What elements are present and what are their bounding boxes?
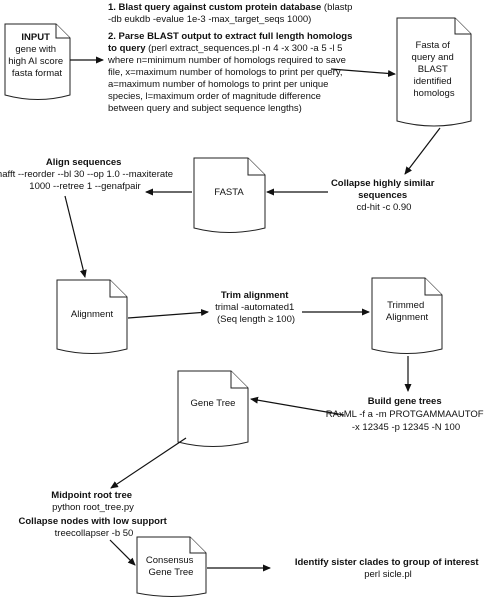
arrow-alignment-to-trim — [127, 309, 209, 319]
arrow-collapse-nodes-to-consensus — [109, 539, 136, 566]
fasta-homologs-label: Fasta of query and BLAST identified homo… — [412, 40, 457, 99]
alignment-document: Alignment — [56, 279, 128, 354]
step-midpoint-text: Midpoint root tree python root_tree.py — [51, 490, 134, 513]
step-collapse-similar-text: Collapse highly similar sequences cd-hit… — [331, 178, 437, 213]
arrow-fasta-homologs-to-collapse — [404, 127, 441, 175]
step-align-text: Align sequences mafft --reorder --bl 30 … — [0, 157, 176, 192]
gene-tree-label: Gene Tree — [191, 398, 236, 409]
step-parse-text: 2. Parse BLAST output to extract full le… — [107, 31, 355, 114]
step-sister-text: Identify sister clades to group of inter… — [295, 557, 481, 580]
arrow-steps-to-fasta-homologs — [330, 68, 396, 77]
fasta-homologs-document: Fasta of query and BLAST identified homo… — [396, 17, 472, 127]
gene-tree-document: Gene Tree — [177, 370, 249, 447]
arrow-gene-tree-to-midpoint — [110, 437, 187, 489]
alignment-label: Alignment — [71, 309, 114, 320]
input-document: INPUT gene with high AI score fasta form… — [4, 23, 71, 100]
fasta-label: FASTA — [214, 187, 244, 198]
trimmed-alignment-document: Trimmed Alignment — [371, 277, 443, 354]
arrow-align-to-alignment — [64, 195, 87, 278]
step-build-trees-text: Build gene trees RAxML -f a -m PROTGAMMA… — [326, 396, 486, 433]
trimmed-alignment-label: Trimmed Alignment — [386, 300, 429, 323]
consensus-gene-tree-label: Consensus Gene Tree — [146, 555, 196, 578]
step-trim-text: Trim alignment trimal -automated1 (Seq l… — [215, 290, 297, 325]
fasta-document: FASTA — [193, 157, 266, 233]
consensus-gene-tree-document: Consensus Gene Tree — [136, 536, 207, 597]
input-document-label: INPUT gene with high AI score fasta form… — [8, 32, 66, 79]
step-collapse-nodes-text: Collapse nodes with low support treecoll… — [19, 516, 170, 539]
arrow-build-to-gene-tree — [250, 396, 345, 416]
step-blast-text: 1. Blast query against custom protein da… — [108, 2, 355, 25]
